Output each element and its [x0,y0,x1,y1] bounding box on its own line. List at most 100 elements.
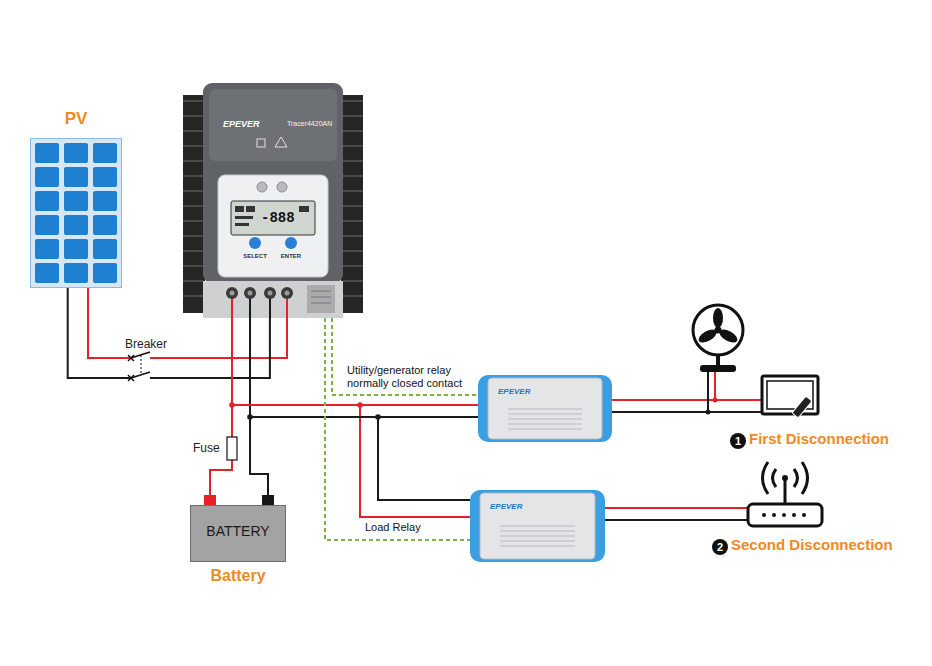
solar-cell [93,143,117,163]
warning-icon [275,137,287,147]
heat-sink-fin [183,295,203,297]
wire-connection [210,318,268,495]
battery-heading: Battery [168,567,308,585]
solar-cell [93,215,117,235]
heat-sink-fin [183,250,203,252]
heat-sink-fin [183,220,203,222]
terminal [264,287,276,299]
breaker-link [141,355,142,375]
heat-sink-fin [183,205,203,207]
output-wires [598,372,762,520]
button-label: ENTER [271,253,311,260]
heat-sink-fin [343,145,363,147]
fan-blade [713,308,723,328]
lcd-icon [235,216,253,219]
inverter-end-cap [470,490,605,562]
heat-sink-fin [343,220,363,222]
terminal-screw [268,291,273,296]
wire-connection [210,405,470,517]
black-wire [707,372,709,412]
heat-sink-fin [183,160,203,162]
solar-cell [64,191,88,211]
router-led [782,513,786,517]
solar-cell [35,263,59,283]
black-wire [250,318,268,495]
red-wire [714,372,716,400]
inverter-body [480,493,595,559]
relay-signal-line [325,318,470,540]
solar-cell [35,191,59,211]
junction-dot [706,410,711,415]
solar-cell [35,215,59,235]
wire-connection [332,318,478,395]
heat-sink-fin [343,160,363,162]
red-wire [605,399,762,401]
callout-text: Second Disconnection [731,536,893,554]
junction-dot [229,402,235,408]
inv-illustration [478,375,612,442]
pv-panel: PV [30,138,122,288]
heat-sink-fin [183,190,203,192]
charge-controller: EPEVERTracer4420AN-888SELECTENTER [183,83,363,318]
black-wire [605,411,762,413]
port-detail [311,297,331,298]
callout-text: First Disconnection [749,430,889,448]
solar-cell [35,143,59,163]
terminal-screw [285,291,290,296]
wifi-wave [763,462,769,494]
lcd-icon [246,206,255,212]
part-label: Breaker [125,337,167,351]
terminal-lead [269,297,271,319]
battery-marking: BATTERY [190,523,286,539]
battery-case [191,506,286,562]
solar-cell [93,239,117,259]
router-led [792,513,796,517]
router-antenna-tip [782,475,788,481]
heat-sink-fin [343,130,363,132]
lcd-readout: -888 [261,210,295,226]
rs485-port [307,285,335,313]
button [285,237,297,249]
router-icon [748,462,822,526]
heat-sink [183,95,205,313]
red-wire [598,507,750,509]
lcd-icon [235,206,244,212]
heat-sink [341,95,363,313]
remote-control [792,396,812,418]
wifi-wave [802,462,808,494]
junction-dot [713,398,718,403]
heat-sink-fin [183,130,203,132]
breaker-symbol [124,352,156,384]
callout-number: 1 [730,433,746,449]
battery: BATTERYBattery [190,495,286,562]
inverter-rib [500,530,575,532]
inverter-rib [500,525,575,527]
controller-body [203,83,343,283]
inverter-end-cap [478,375,612,442]
panel-frame [31,139,122,288]
edge-label: Load Relay [365,521,421,534]
edge-label: Utility/generator relay normally closed … [347,364,477,390]
fan-guard [693,305,743,355]
solar-cell [93,167,117,187]
solar-cell [64,143,88,163]
black-wire [250,417,470,500]
lcd-screen [231,201,315,235]
junction-dot [375,414,381,420]
heat-sink-fin [183,145,203,147]
inverter-rib [500,535,575,537]
heat-sink-fin [343,295,363,297]
heat-sink-fin [343,280,363,282]
solar-cell [64,167,88,187]
router-led [762,513,766,517]
cable-gland [257,182,267,192]
inverter-rib [508,423,582,425]
heat-sink-fin [183,175,203,177]
router-body [748,504,822,526]
lcd-icon [235,223,249,226]
heat-sink-fin [183,115,203,117]
callout-number: 2 [712,539,728,555]
port-detail [311,303,331,304]
pv-illustration [30,138,122,288]
